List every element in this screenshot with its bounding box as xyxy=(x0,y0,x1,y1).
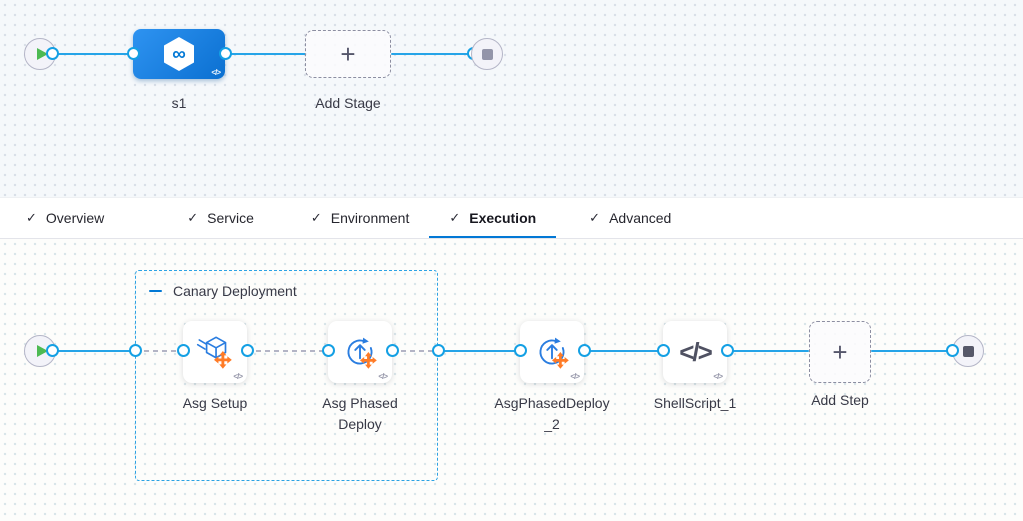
connector-line xyxy=(438,350,520,353)
connector-port[interactable] xyxy=(219,47,232,60)
play-icon xyxy=(36,345,48,357)
phased-deploy-icon xyxy=(347,337,377,369)
tab-environment[interactable]: ✓ Environment xyxy=(291,198,430,238)
stage-node-s1[interactable]: ∞ </> xyxy=(133,29,225,79)
connector-line-dashed xyxy=(247,350,328,352)
connector-port[interactable] xyxy=(46,47,59,60)
drag-move-handle-icon xyxy=(213,350,232,369)
yaml-code-icon: </> xyxy=(233,372,243,381)
step-label: Asg Phased Deploy xyxy=(322,395,398,432)
phased-deploy-icon xyxy=(539,337,569,369)
check-icon: ✓ xyxy=(187,210,199,225)
connector-port[interactable] xyxy=(514,344,527,357)
tab-label: Execution xyxy=(469,210,537,226)
connector-port[interactable] xyxy=(721,344,734,357)
step-group-label: Canary Deployment xyxy=(173,283,297,299)
add-step-button[interactable]: + xyxy=(809,321,871,383)
deployment-stage-icon: ∞ xyxy=(164,37,194,71)
connector-port[interactable] xyxy=(946,344,959,357)
execution-graph-canvas: Canary Deployment </> xyxy=(0,239,1023,521)
yaml-code-icon: </> xyxy=(570,372,580,381)
check-icon: ✓ xyxy=(26,210,37,225)
stop-icon xyxy=(481,48,493,60)
step-card-asg-phased-deploy-2[interactable]: </> xyxy=(520,321,584,383)
tab-label: Overview xyxy=(45,210,105,226)
connector-line xyxy=(225,53,307,56)
tab-service[interactable]: ✓ Service xyxy=(167,198,274,238)
step-label: ShellScript_1 xyxy=(653,395,737,411)
connector-port[interactable] xyxy=(127,47,140,60)
step-card-asg-setup[interactable]: </> xyxy=(183,321,247,383)
check-icon: ✓ xyxy=(310,210,322,225)
pipeline-end-node xyxy=(471,38,503,70)
connector-line xyxy=(871,350,948,353)
plus-icon: + xyxy=(832,337,848,367)
step-label: Asg Setup xyxy=(182,395,248,411)
stop-icon xyxy=(962,345,974,357)
add-step-label: Add Step xyxy=(811,392,869,408)
connector-port[interactable] xyxy=(432,344,445,357)
connector-port[interactable] xyxy=(386,344,399,357)
connector-line xyxy=(584,350,663,353)
play-icon xyxy=(36,48,48,60)
step-card-shellscript-1[interactable]: </> </> xyxy=(663,321,727,383)
collapse-group-icon[interactable] xyxy=(149,289,162,293)
tab-label: Environment xyxy=(330,210,410,226)
stage-graph-canvas: ∞ </> + s1 Add Stage xyxy=(0,0,1023,197)
connector-port[interactable] xyxy=(46,344,59,357)
connector-line xyxy=(52,350,135,353)
tab-label: Service xyxy=(207,210,254,226)
connector-port[interactable] xyxy=(129,344,142,357)
drag-move-handle-icon xyxy=(360,352,377,369)
check-icon: ✓ xyxy=(589,210,601,225)
execution-start-node xyxy=(24,335,56,367)
connector-port[interactable] xyxy=(177,344,190,357)
plus-icon: + xyxy=(340,39,356,69)
yaml-code-icon: </> xyxy=(378,372,388,381)
tab-label: Advanced xyxy=(609,210,672,226)
yaml-code-icon: </> xyxy=(211,68,221,77)
step-group-canary-deployment xyxy=(135,270,438,481)
connector-line xyxy=(727,350,809,353)
add-stage-label: Add Stage xyxy=(315,95,381,111)
connector-line xyxy=(52,53,135,56)
harness-infinity-icon: ∞ xyxy=(172,43,186,65)
connector-line-dashed xyxy=(392,350,438,352)
add-stage-button[interactable]: + xyxy=(305,30,391,78)
connector-port[interactable] xyxy=(578,344,591,357)
connector-port[interactable] xyxy=(657,344,670,357)
stage-label: s1 xyxy=(171,95,187,111)
asg-setup-cube-icon xyxy=(196,336,232,369)
connector-line xyxy=(391,53,475,56)
drag-move-handle-icon xyxy=(552,352,569,369)
shell-script-code-icon: </> xyxy=(679,336,713,367)
connector-port[interactable] xyxy=(241,344,254,357)
stage-config-tabbar: ✓ Overview ✓ Service ✓ Environment ✓ Exe… xyxy=(0,197,1023,239)
connector-line-dashed xyxy=(135,350,183,352)
step-card-asg-phased-deploy[interactable]: </> xyxy=(328,321,392,383)
tab-overview[interactable]: ✓ Overview xyxy=(6,198,124,238)
step-group-header: Canary Deployment xyxy=(149,283,297,299)
connector-port[interactable] xyxy=(322,344,335,357)
tab-execution[interactable]: ✓ Execution xyxy=(429,198,556,238)
yaml-code-icon: </> xyxy=(713,372,723,381)
check-icon: ✓ xyxy=(449,210,461,225)
step-label: AsgPhasedDeploy_2 xyxy=(494,395,610,432)
tab-advanced[interactable]: ✓ Advanced xyxy=(569,198,691,238)
